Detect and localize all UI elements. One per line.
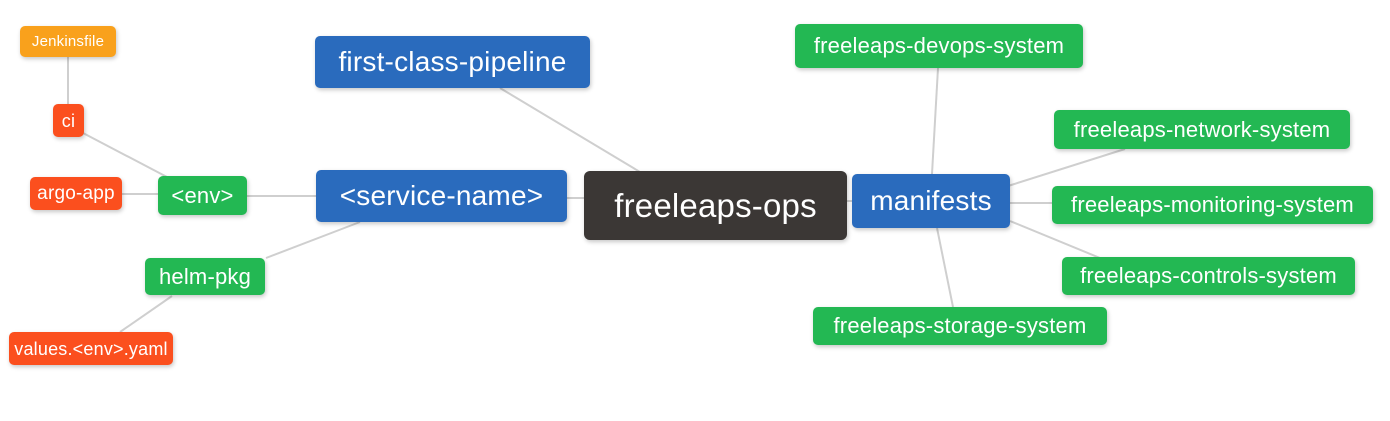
node-env[interactable]: <env> [158, 176, 247, 215]
node-freeleaps-ops[interactable]: freeleaps-ops [584, 171, 847, 240]
node-devops-system[interactable]: freeleaps-devops-system [795, 24, 1083, 68]
node-jenkinsfile[interactable]: Jenkinsfile [20, 26, 116, 57]
edge-manifests-controls-system [1009, 220, 1101, 259]
node-values-env-yaml[interactable]: values.<env>.yaml [9, 332, 173, 365]
node-service-name[interactable]: <service-name> [316, 170, 567, 222]
edge-ci-env [82, 132, 168, 178]
edge-manifests-storage-system [936, 227, 954, 308]
edge-values-env-yaml-helm-pkg [119, 295, 173, 333]
node-argo-app[interactable]: argo-app [30, 177, 122, 210]
node-helm-pkg[interactable]: helm-pkg [145, 258, 265, 295]
edge-first-class-pipeline-freeleaps-ops [499, 87, 641, 173]
node-manifests[interactable]: manifests [852, 174, 1010, 228]
edge-helm-pkg-service-name [265, 221, 361, 259]
node-network-system[interactable]: freeleaps-network-system [1054, 110, 1350, 149]
node-controls-system[interactable]: freeleaps-controls-system [1062, 257, 1355, 295]
edge-manifests-devops-system [931, 67, 939, 175]
node-ci[interactable]: ci [53, 104, 84, 137]
node-monitoring-system[interactable]: freeleaps-monitoring-system [1052, 186, 1373, 224]
edge-manifests-network-system [1007, 148, 1126, 187]
node-storage-system[interactable]: freeleaps-storage-system [813, 307, 1107, 345]
node-first-class-pipeline[interactable]: first-class-pipeline [315, 36, 590, 88]
